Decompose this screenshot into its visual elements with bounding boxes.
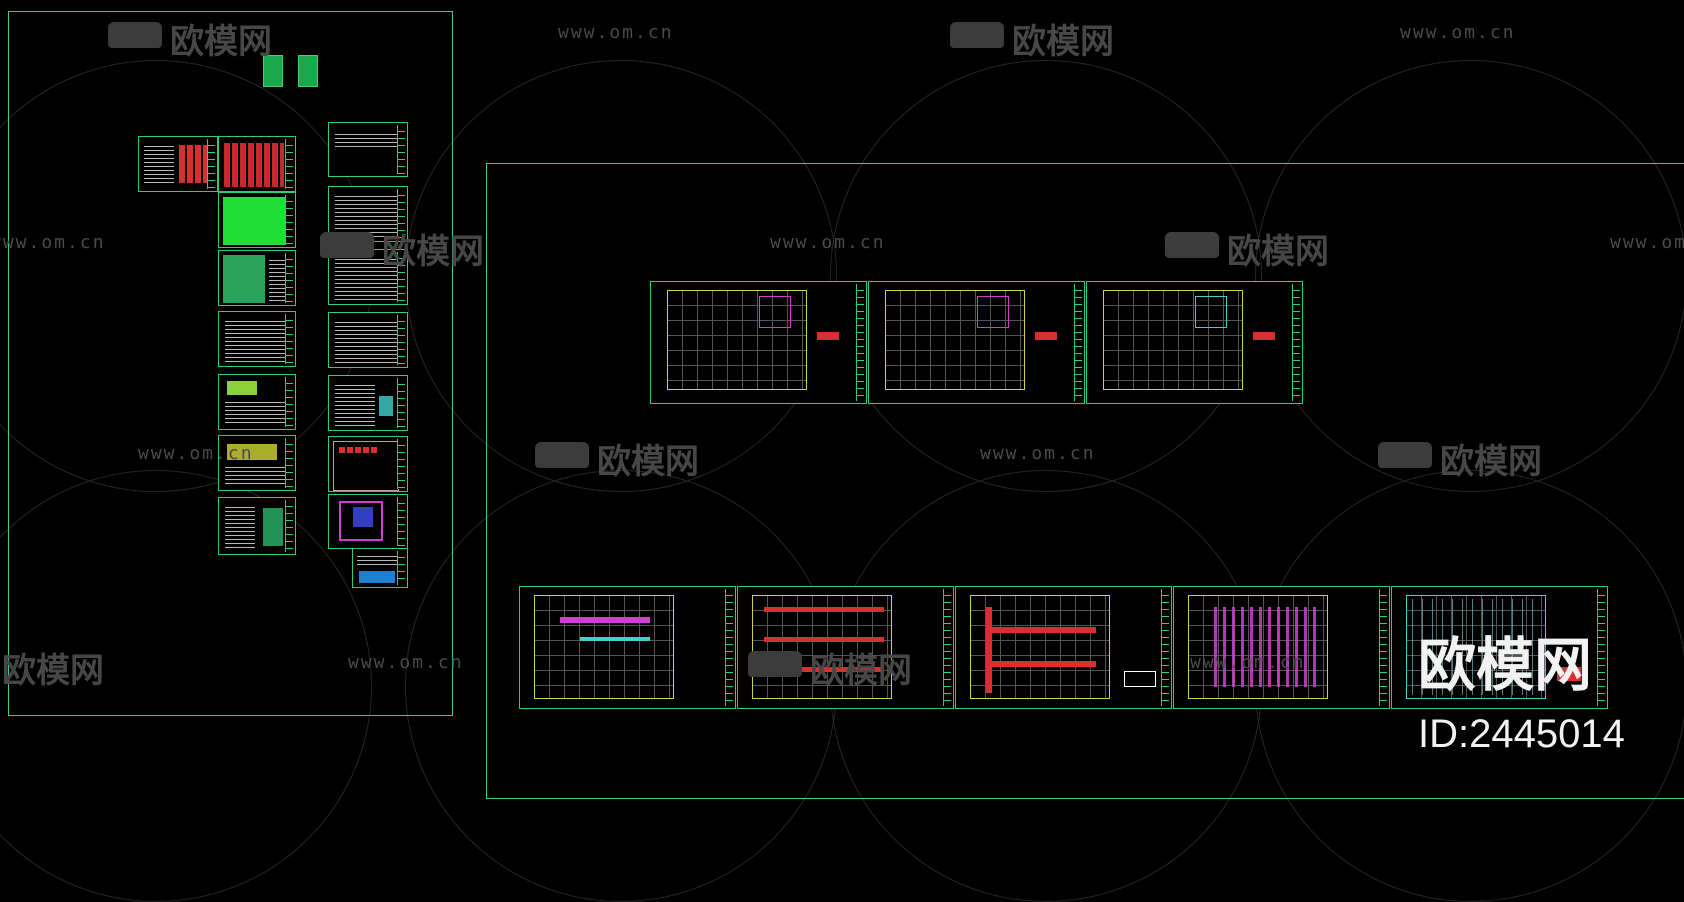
detail-sheet[interactable] bbox=[218, 497, 296, 555]
schedule-sheet[interactable] bbox=[218, 250, 296, 306]
legend-block bbox=[298, 55, 318, 87]
schedule-sheet[interactable] bbox=[218, 192, 296, 248]
watermark-url: www.om.cn bbox=[0, 232, 106, 253]
system-diagram-sheet[interactable] bbox=[328, 122, 408, 177]
right-drawing-frame[interactable] bbox=[486, 163, 1684, 799]
sofa-logo-icon bbox=[1378, 442, 1432, 468]
detail-sheet[interactable] bbox=[218, 311, 296, 367]
floor-plan-sheet[interactable] bbox=[1086, 281, 1303, 404]
id-badge: ID:2445014 bbox=[1418, 712, 1625, 756]
cover-sheet[interactable] bbox=[138, 136, 218, 192]
watermark-url: www.om.cn bbox=[770, 232, 886, 253]
left-drawing-frame[interactable] bbox=[8, 11, 453, 716]
system-diagram-sheet[interactable] bbox=[328, 249, 408, 305]
sofa-logo-icon bbox=[1165, 232, 1219, 258]
sofa-logo-icon bbox=[748, 651, 802, 677]
watermark-url: www.om.cn bbox=[1400, 22, 1516, 43]
floor-plan-sheet[interactable] bbox=[519, 586, 736, 709]
brand-badge: 欧模网 bbox=[1418, 631, 1593, 699]
floor-plan-sheet[interactable] bbox=[1173, 586, 1390, 709]
system-diagram-sheet[interactable] bbox=[352, 548, 408, 588]
sofa-logo-icon bbox=[950, 22, 1004, 48]
floor-plan-sheet[interactable] bbox=[955, 586, 1172, 709]
detail-sheet[interactable] bbox=[218, 435, 296, 491]
watermark-url: www.om.cn bbox=[1610, 232, 1684, 253]
floor-plan-sheet[interactable] bbox=[737, 586, 954, 709]
floor-plan-sheet[interactable] bbox=[650, 281, 867, 404]
floor-plan-sheet[interactable] bbox=[868, 281, 1085, 404]
sofa-logo-icon bbox=[535, 442, 589, 468]
watermark-url: www.om.cn bbox=[1190, 652, 1306, 673]
legend-block bbox=[263, 55, 283, 87]
sofa-logo-icon bbox=[320, 232, 374, 258]
notes-sheet[interactable] bbox=[218, 136, 296, 192]
system-diagram-sheet[interactable] bbox=[328, 312, 408, 368]
system-diagram-sheet[interactable] bbox=[328, 436, 408, 492]
watermark-url: www.om.cn bbox=[558, 22, 674, 43]
system-diagram-sheet[interactable] bbox=[328, 494, 408, 549]
detail-sheet[interactable] bbox=[218, 374, 296, 430]
watermark-url: www.om.cn bbox=[138, 443, 254, 464]
sofa-logo-icon bbox=[108, 22, 162, 48]
floor-plan-sheet[interactable] bbox=[1391, 586, 1608, 709]
watermark-url: www.om.cn bbox=[348, 652, 464, 673]
watermark-url: www.om.cn bbox=[980, 443, 1096, 464]
system-diagram-sheet[interactable] bbox=[328, 375, 408, 431]
